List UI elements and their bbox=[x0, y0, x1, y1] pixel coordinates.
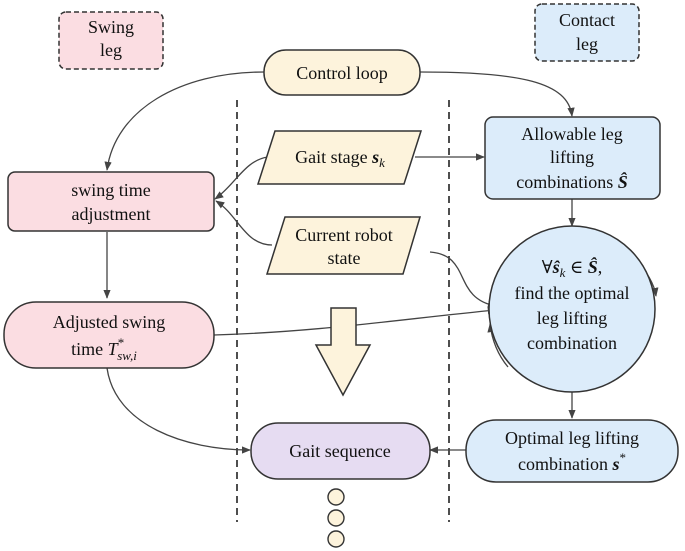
swing-time-adjustment-line1: swing time bbox=[71, 180, 151, 200]
gait-stage-node: Gait stage sk bbox=[256, 130, 423, 185]
edge-adjusted-swing-to-optimal-find bbox=[213, 307, 497, 336]
allowable-line3: combinations Ŝ bbox=[516, 171, 628, 192]
current-robot-state-line1: Current robot bbox=[295, 225, 392, 245]
edge-gait-stage-to-swing-adjust bbox=[214, 156, 269, 200]
adjusted-swing-time-line1: Adjusted swing bbox=[53, 312, 166, 332]
adjusted-swing-time-line2: time T*sw,i bbox=[71, 335, 137, 363]
edge-adjusted-swing-to-gait-sequence bbox=[106, 367, 251, 454]
swing-time-adjustment-line2: adjustment bbox=[72, 204, 151, 224]
edge-robot-state-to-optimal-find bbox=[429, 251, 497, 309]
legend-swing-line1: Swing bbox=[88, 17, 134, 37]
optimal-search-line1: ∀ŝk ∈ Ŝ, bbox=[542, 256, 603, 280]
optimal-search-line4: combination bbox=[527, 333, 617, 353]
gait-sequence-label: Gait sequence bbox=[289, 441, 390, 461]
allowable-line1: Allowable leg bbox=[521, 124, 622, 144]
edge-control-to-swing-adjust bbox=[104, 71, 265, 171]
optimal-search-line2: find the optimal bbox=[515, 283, 630, 303]
legend-contact-line1: Contact bbox=[559, 10, 615, 30]
edge-control-to-allowable bbox=[419, 71, 575, 117]
optimal-combination-node: Optimal leg lifting combination s* bbox=[465, 419, 679, 483]
allowable-combinations-node: Allowable leg lifting combinations Ŝ bbox=[484, 116, 661, 200]
control-loop-node: Control loop bbox=[263, 49, 421, 96]
control-loop-label: Control loop bbox=[296, 63, 388, 83]
current-robot-state-node: Current robot state bbox=[265, 216, 422, 275]
optimal-combination-line2: combination s* bbox=[518, 450, 626, 474]
gait-stage-label: Gait stage sk bbox=[295, 147, 385, 170]
adjusted-swing-time-node: Adjusted swing time T*sw,i bbox=[3, 301, 215, 369]
optimal-combination-line1: Optimal leg lifting bbox=[505, 428, 639, 448]
swing-time-adjustment-node: swing time adjustment bbox=[7, 171, 215, 232]
down-flow-arrow bbox=[314, 307, 372, 397]
legend-swing-leg: Swing leg bbox=[58, 11, 164, 70]
legend-swing-line2: leg bbox=[100, 40, 122, 60]
continuation-dot bbox=[327, 509, 345, 527]
current-robot-state-line2: state bbox=[328, 248, 361, 268]
continuation-dot bbox=[327, 488, 345, 506]
optimal-search-node: ∀ŝk ∈ Ŝ, find the optimal leg lifting co… bbox=[488, 225, 656, 393]
continuation-dot bbox=[327, 530, 345, 548]
allowable-line2: lifting bbox=[550, 147, 594, 167]
edge-robot-state-to-swing-adjust bbox=[215, 200, 273, 246]
connectors bbox=[103, 71, 576, 454]
legend-contact-leg: Contact leg bbox=[534, 3, 640, 62]
optimal-search-line3: leg lifting bbox=[537, 308, 608, 328]
gait-sequence-node: Gait sequence bbox=[250, 422, 431, 480]
legend-contact-line2: leg bbox=[576, 34, 598, 54]
